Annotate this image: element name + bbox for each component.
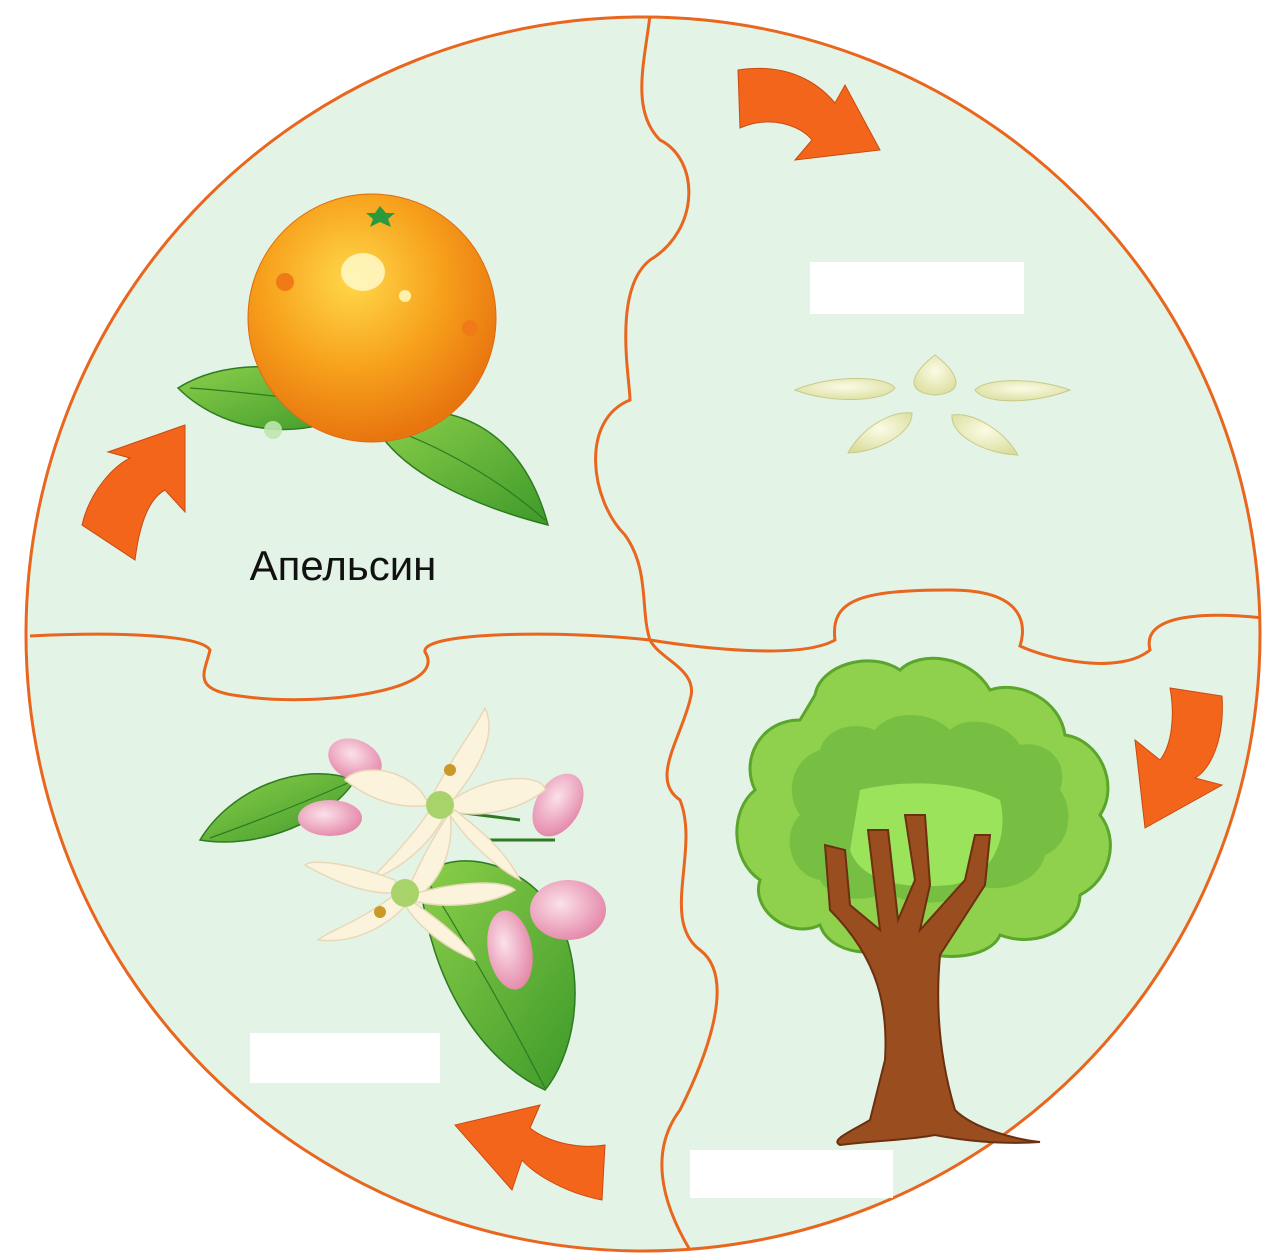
tree-label-box[interactable] bbox=[690, 1150, 893, 1198]
fruit-label: Апельсин bbox=[250, 542, 437, 589]
flower-label-box[interactable] bbox=[250, 1033, 440, 1083]
puzzle-background bbox=[26, 17, 1260, 1251]
seeds-label-box[interactable] bbox=[810, 262, 1024, 314]
